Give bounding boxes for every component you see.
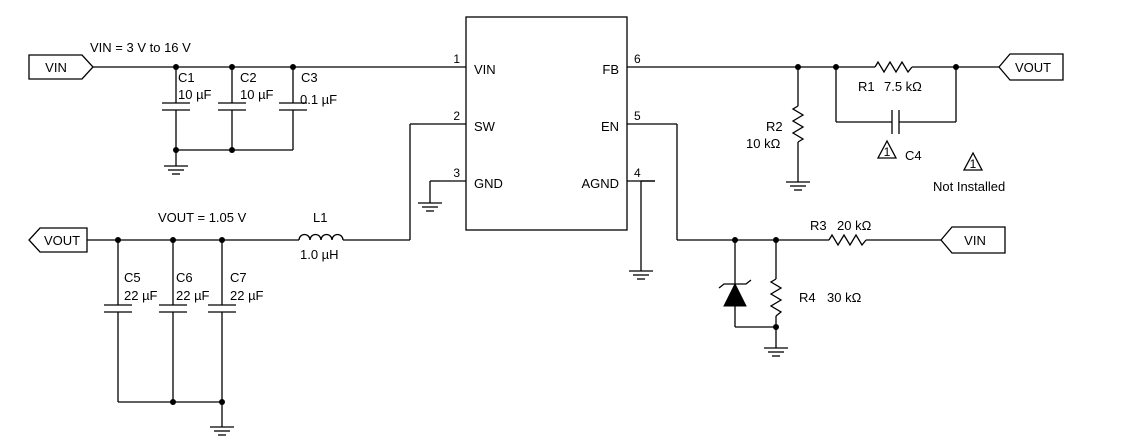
l1-value: 1.0 µH [300, 247, 339, 262]
l1-ref: L1 [313, 210, 327, 225]
vout-value-label: VOUT = 1.05 V [158, 210, 247, 225]
c5-ref: C5 [124, 270, 141, 285]
c2-value: 10 µF [240, 87, 274, 102]
legend-text: Not Installed [933, 179, 1005, 194]
legend-flag-number: 1 [970, 157, 977, 171]
r3-value: 20 kΩ [837, 218, 872, 233]
c4-ref: C4 [905, 148, 922, 163]
c6-value: 22 µF [176, 288, 210, 303]
not-installed-legend: 1 Not Installed [933, 151, 1005, 194]
r2-resistor [791, 105, 805, 143]
pin-5-name: EN [601, 119, 619, 134]
pin-1-number: 1 [453, 52, 460, 66]
c3-value: 0.1 µF [300, 92, 337, 107]
regulator-ic: 1 2 3 4 5 6 VIN SW GND AGND EN FB [418, 16, 655, 231]
pin-4-number: 4 [634, 166, 641, 180]
r1-ref: R1 [858, 79, 875, 94]
zener-diode [723, 282, 747, 307]
c4-not-installed-flag [876, 139, 898, 159]
input-section: VIN VIN = 3 V to 16 V C1 10 µF C2 10 µF … [28, 40, 440, 175]
vin-input-port-label: VIN [45, 60, 67, 75]
r1-value: 7.5 kΩ [884, 79, 922, 94]
feedback-section: R1 7.5 kΩ VOUT 1 C4 R2 10 kΩ [655, 53, 1064, 191]
vout-output-port-label: VOUT [44, 233, 80, 248]
pin-4-name: AGND [581, 176, 619, 191]
vin-input-port [28, 54, 94, 80]
agnd-pin-ground [629, 180, 655, 280]
pin-1-name: VIN [474, 62, 496, 77]
pin-2-name: SW [474, 119, 496, 134]
legend-flag-symbol [962, 151, 984, 171]
r2-ref: R2 [766, 119, 783, 134]
vout-feedback-port [998, 53, 1064, 81]
vin-enable-port [940, 226, 1006, 254]
pin-5-number: 5 [634, 109, 641, 123]
vout-output-port [28, 227, 88, 253]
vout-feedback-port-label: VOUT [1015, 60, 1051, 75]
c1-value: 10 µF [178, 87, 212, 102]
c7-value: 22 µF [230, 288, 264, 303]
pin-3-number: 3 [453, 166, 460, 180]
r4-value: 30 kΩ [827, 290, 862, 305]
pin-2-number: 2 [453, 109, 460, 123]
c1-ref: C1 [178, 70, 195, 85]
pin-3-name: GND [474, 176, 503, 191]
r3-ref: R3 [810, 218, 827, 233]
c2-ref: C2 [240, 70, 257, 85]
enable-section: R3 20 kΩ VIN R4 30 kΩ [655, 123, 1006, 357]
pin-6-name: FB [602, 62, 619, 77]
c5-value: 22 µF [124, 288, 158, 303]
r4-ref: R4 [799, 290, 816, 305]
r3-resistor [828, 233, 867, 247]
vin-range-label: VIN = 3 V to 16 V [90, 40, 191, 55]
c6-ref: C6 [176, 270, 193, 285]
c4-flag-number: 1 [884, 145, 891, 159]
c7-ref: C7 [230, 270, 247, 285]
c3-ref: C3 [301, 70, 318, 85]
r2-value: 10 kΩ [746, 136, 781, 151]
pin-6-number: 6 [634, 52, 641, 66]
output-section: L1 1.0 µH VOUT = 1.05 V VOUT C5 2 [28, 123, 418, 436]
vin-enable-port-label: VIN [964, 233, 986, 248]
r1-resistor [874, 60, 913, 74]
gnd-pin-ground [418, 180, 442, 212]
r4-resistor [769, 278, 783, 317]
l1-inductor [298, 233, 344, 241]
